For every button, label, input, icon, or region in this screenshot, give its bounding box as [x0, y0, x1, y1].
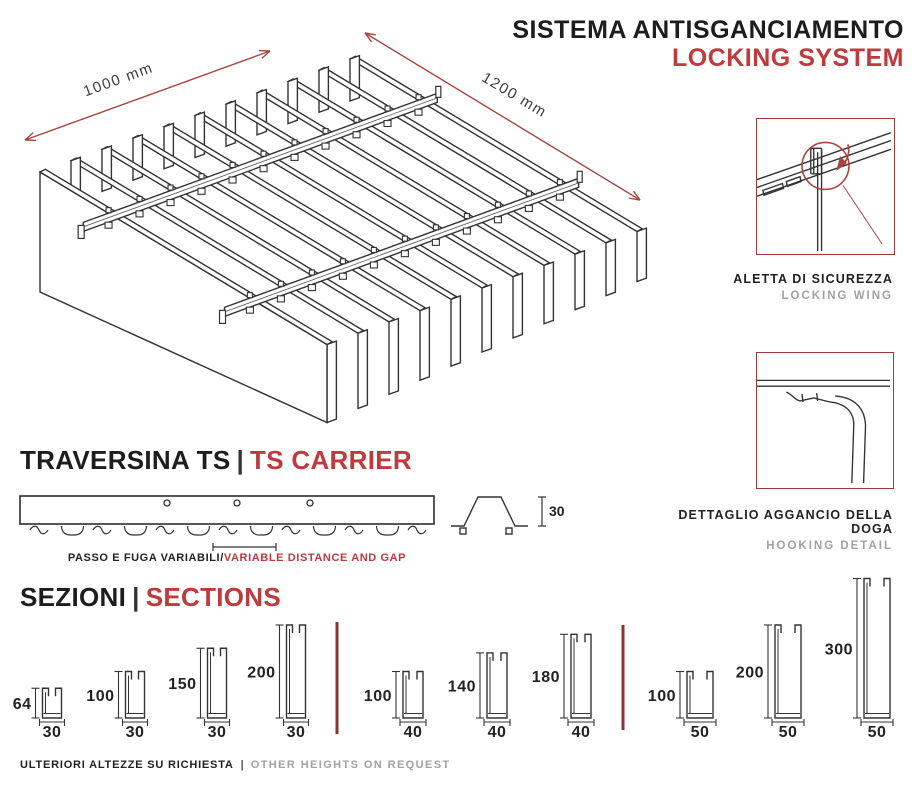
caption-hooking-detail-en: HOOKING DETAIL	[766, 540, 893, 552]
hook-clip	[60, 525, 85, 536]
section-width-label: 30	[43, 724, 62, 741]
section-profile: 150 30	[168, 647, 231, 741]
carrier-rail	[77, 85, 442, 240]
ts-carrier-elevation	[19, 495, 435, 551]
hook-clip	[186, 525, 211, 536]
break-squiggle	[281, 525, 301, 535]
hook-clip	[312, 525, 337, 536]
section-height-label: 100	[86, 688, 114, 705]
carrier-hole	[163, 499, 171, 507]
section-profile: 200 50	[736, 624, 805, 741]
carrier-hole	[233, 499, 241, 507]
caption-locking-wing-en: LOCKING WING	[781, 290, 893, 302]
section-profile: 200 30	[247, 624, 310, 741]
section-height-label: 200	[247, 665, 275, 682]
break-squiggle	[344, 525, 364, 535]
page-title: SISTEMA ANTISGANCIAMENTO LOCKING SYSTEM	[512, 16, 904, 72]
ts-carrier-cross-section: 30	[451, 496, 565, 535]
carrier-title-it: TRAVERSINA TS	[20, 445, 231, 475]
section-height-label: 200	[736, 665, 764, 682]
section-width-label: 40	[488, 724, 507, 741]
section-width-label: 40	[404, 724, 423, 741]
locking-arrowhead	[836, 156, 847, 171]
caption-locking-wing: ALETTA DI SICUREZZA LOCKING WING	[633, 272, 893, 302]
break-squiggle	[92, 525, 112, 535]
hooking-detail-drawing	[757, 379, 890, 484]
section-profile: 64 30	[13, 687, 66, 741]
section-width-label: 50	[779, 724, 798, 741]
section-width-label: 30	[287, 724, 306, 741]
carrier-title-en: TS CARRIER	[250, 445, 412, 475]
baffle-slat	[38, 168, 338, 424]
section-profile: 100 40	[364, 670, 427, 741]
caption-locking-wing-it: ALETTA DI SICUREZZA	[733, 272, 893, 286]
section-width-label: 30	[126, 724, 145, 741]
break-squiggle	[155, 525, 175, 535]
footer-note: ULTERIORI ALTEZZE SU RICHIESTA | OTHER HEI…	[20, 759, 451, 771]
section-height-label: 100	[648, 688, 676, 705]
hook-clip	[123, 525, 148, 536]
carrier-hooks	[29, 525, 427, 536]
carrier-note-it: PASSO E FUGA VARIABILI/	[67, 552, 224, 564]
section-profile: 100 50	[648, 670, 717, 741]
section-width-label: 40	[572, 724, 591, 741]
locking-wing-drawing	[757, 132, 891, 251]
highlight-circle	[801, 141, 850, 191]
section-height-label: 150	[168, 676, 196, 693]
carrier-hole	[306, 499, 314, 507]
caption-hooking-detail-it: DETTAGLIO AGGANCIO DELLA DOGA	[678, 508, 893, 536]
footer-note-it: ULTERIORI ALTEZZE SU RICHIESTA	[20, 759, 234, 771]
footer-note-separator: |	[240, 759, 244, 771]
detail-box-hooking	[756, 352, 894, 489]
carrier-section-title: TRAVERSINA TS|TS CARRIER	[20, 445, 412, 476]
sections-title-it: SEZIONI	[20, 582, 127, 612]
section-profile: 180 40	[532, 633, 595, 741]
caption-hooking-detail: DETTAGLIO AGGANCIO DELLA DOGA HOOKING DE…	[633, 508, 893, 552]
page-title-english: LOCKING SYSTEM	[671, 44, 904, 72]
leader-line	[842, 185, 883, 245]
sections-drawing: 6430100301503020030100401404018040100502…	[13, 577, 894, 741]
section-width-label: 50	[868, 724, 887, 741]
sections-title: SEZIONI|SECTIONS	[20, 582, 281, 613]
page-title-italian: SISTEMA ANTISGANCIAMENTO	[512, 16, 904, 44]
dim-label-1200mm: 1200 mm	[479, 69, 550, 121]
sections-title-separator: |	[132, 582, 140, 612]
section-height-label: 180	[532, 669, 560, 686]
isometric-baffle-drawing: 1000 mm 1200 mm	[24, 32, 648, 424]
dimension-arrows	[24, 32, 641, 201]
section-height-label: 100	[364, 688, 392, 705]
distance-bracket	[212, 543, 277, 551]
hook-clip	[249, 525, 274, 536]
height-dim-30	[538, 496, 546, 527]
break-squiggle	[218, 525, 238, 535]
section-width-label: 50	[691, 724, 710, 741]
carrier-height-label: 30	[549, 503, 565, 519]
section-height-label: 300	[825, 641, 853, 658]
section-profile: 300 50	[825, 577, 894, 741]
break-squiggle	[407, 525, 427, 535]
section-profile: 140 40	[448, 652, 511, 741]
break-squiggle	[29, 525, 49, 535]
section-width-label: 30	[208, 724, 227, 741]
carrier-title-separator: |	[236, 445, 245, 475]
footer-note-en: OTHER HEIGHTS ON REQUEST	[250, 759, 451, 771]
section-height-label: 140	[448, 678, 476, 695]
section-profile: 100 30	[86, 670, 149, 741]
carrier-note: PASSO E FUGA VARIABILI/VARIABLE DISTANCE…	[52, 552, 422, 564]
carrier-holes	[163, 499, 314, 507]
carrier-rail	[218, 170, 583, 324]
carrier-bar	[19, 495, 435, 525]
carrier-note-en: VARIABLE DISTANCE AND GAP	[223, 552, 407, 564]
dim-label-1000mm: 1000 mm	[81, 59, 155, 100]
detail-box-locking-wing	[756, 118, 895, 255]
baffle-slats-and-carriers	[38, 54, 648, 424]
sections-title-en: SECTIONS	[145, 582, 282, 612]
hook-clip	[375, 525, 400, 536]
section-height-label: 64	[13, 696, 32, 713]
